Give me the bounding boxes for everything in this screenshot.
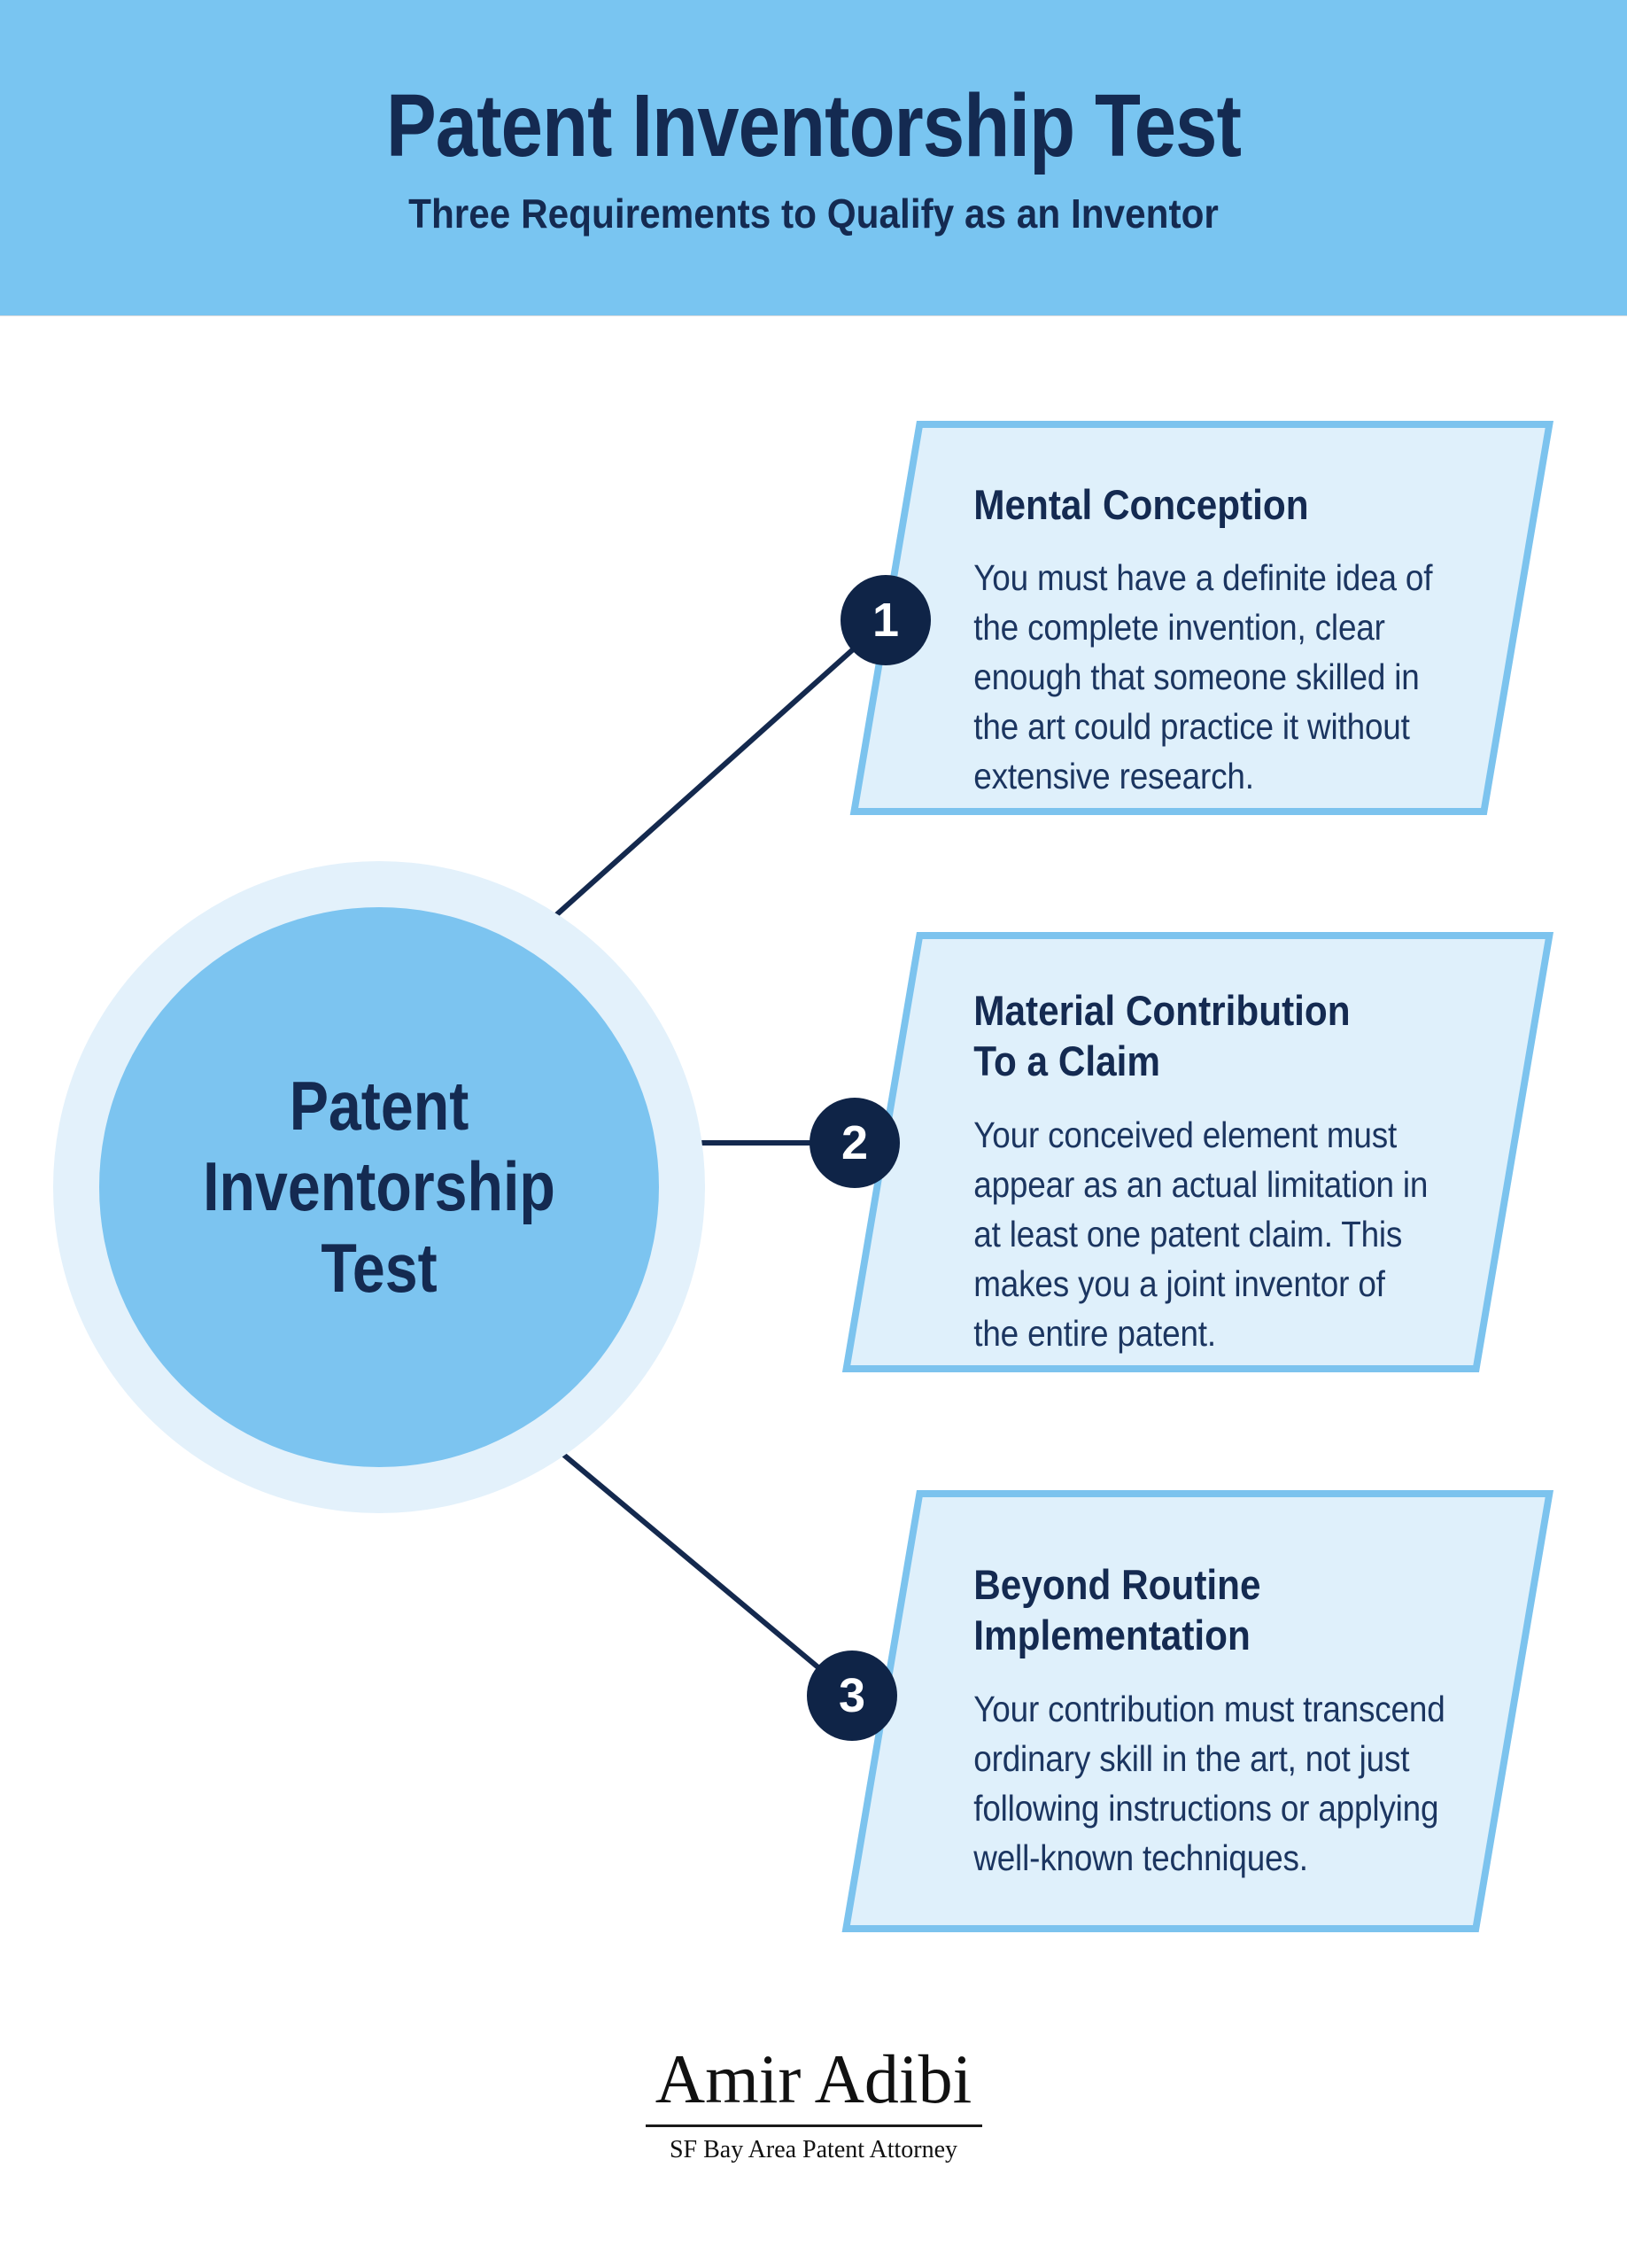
item-card-beyond-routine: Beyond Routine Implementation Your contr… — [841, 1490, 1553, 1932]
item-body: Your conceived element must appear as an… — [973, 1114, 1429, 1354]
brand-divider — [645, 2124, 982, 2127]
connector-line-3 — [549, 1441, 854, 1698]
item-title: Material Contribution To a Claim — [973, 987, 1351, 1085]
item-number-badge-3: 3 — [807, 1651, 897, 1741]
item-card-content: Material Contribution To a Claim Your co… — [923, 939, 1484, 1358]
page-title: Patent Inventorship Test — [385, 76, 1242, 175]
item-card-content: Mental Conception You must have a defini… — [923, 428, 1484, 801]
item-body: Your contribution must transcend ordinar… — [973, 1688, 1445, 1878]
connector-line-1 — [546, 617, 888, 924]
header-banner: Patent Inventorship Test Three Requireme… — [0, 0, 1627, 316]
item-body: You must have a definite idea of the com… — [973, 557, 1433, 797]
central-node-label: Patent Inventorship Test — [203, 1067, 555, 1307]
item-number-badge-2: 2 — [810, 1098, 900, 1188]
brand-name: Amir Adibi — [655, 2040, 972, 2117]
central-node: Patent Inventorship Test — [99, 907, 659, 1467]
item-card-mental-conception: Mental Conception You must have a defini… — [849, 421, 1553, 815]
item-title: Mental Conception — [973, 481, 1309, 528]
item-card-content: Beyond Routine Implementation Your contr… — [923, 1497, 1484, 1883]
page-subtitle: Three Requirements to Qualify as an Inve… — [408, 190, 1219, 237]
item-number-badge-1: 1 — [841, 575, 931, 665]
footer-brand: Amir Adibi SF Bay Area Patent Attorney — [0, 2045, 1627, 2164]
item-title: Beyond Routine Implementation — [973, 1561, 1261, 1659]
brand-tagline: SF Bay Area Patent Attorney — [669, 2136, 958, 2163]
item-card-material-contribution: Material Contribution To a Claim Your co… — [841, 932, 1553, 1372]
